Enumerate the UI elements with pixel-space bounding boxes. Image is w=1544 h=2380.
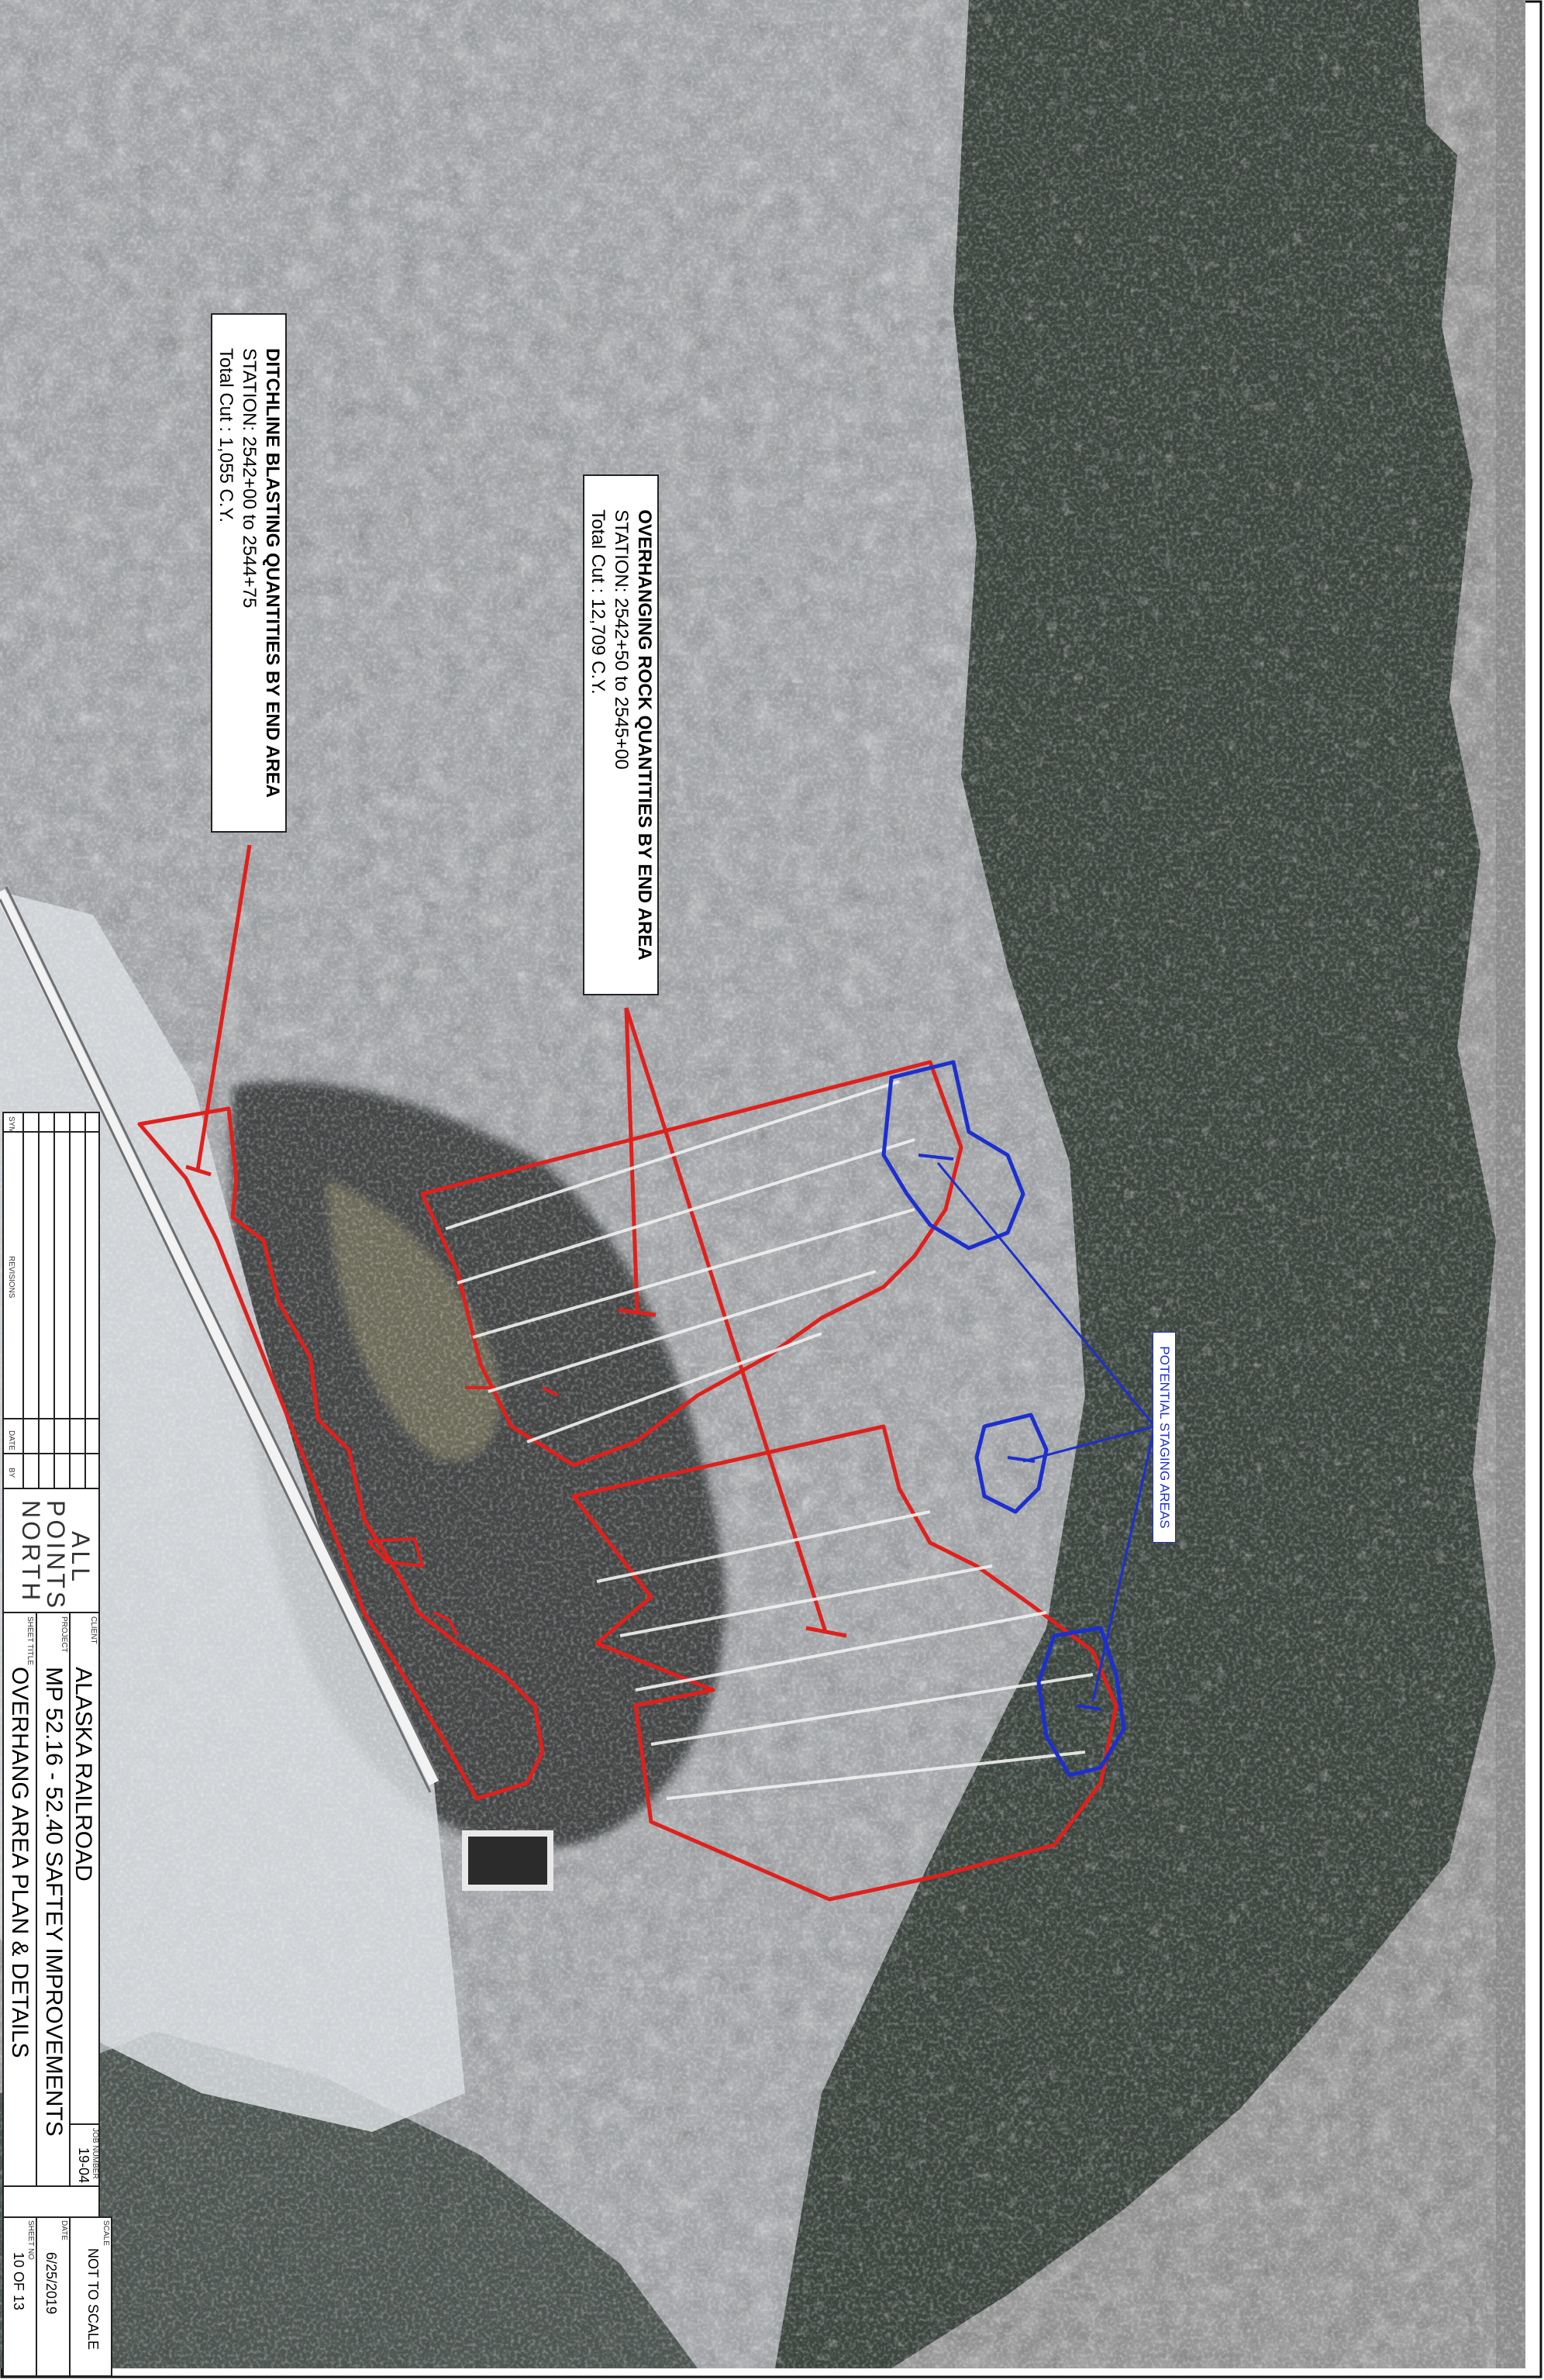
cross-sections (445, 1080, 1094, 1800)
culvert (462, 1830, 553, 1891)
company-logo: ALL POINTS NORTH (8, 1496, 97, 1612)
staging-callout: POTENTIAL STAGING AREAS (1153, 1332, 1176, 1543)
client-label: CLIENT (89, 1616, 98, 1644)
scale-label: SCALE (102, 2220, 110, 2246)
project-name: MP 52.16 - 52.40 SAFTEY IMPROVEMENTS (41, 1667, 67, 2137)
logo-line-1: ALL (67, 1531, 95, 1585)
sheet-title: OVERHANG AREA PLAN & DETAILS (7, 1667, 33, 2058)
overhang-area-upper (420, 1060, 963, 1468)
project-label: PROJECT (60, 1616, 68, 1653)
ditchline-area (137, 1106, 545, 1801)
staging-area-1 (881, 1060, 1025, 1250)
title-block (2, 1112, 112, 2377)
staging-leader-2 (1022, 1425, 1156, 1463)
date-value: 6/25/2019 (43, 2252, 59, 2315)
ditchline-callout-title: DITCHLINE BLASTING QUANTITIES BY END ARE… (262, 347, 283, 799)
overhang-area-lower (571, 1424, 1118, 1902)
date-label: DATE (60, 2220, 68, 2240)
overhang-callout-total: Total Cut : 12,709 C.Y. (588, 509, 608, 695)
overhang-leader-2 (624, 1007, 847, 1638)
staging-callout-label: POTENTIAL STAGING AREAS (1157, 1346, 1172, 1529)
staging-leader-1 (936, 1162, 1156, 1427)
revisions-date-header: DATE (7, 1430, 16, 1450)
ditchline-callout: DITCHLINE BLASTING QUANTITIES BY END ARE… (211, 313, 287, 833)
job-number-label: JOB NUMBER (91, 2128, 99, 2179)
overhang-leader-1 (618, 1007, 657, 1317)
job-number: 19-04 (76, 2147, 91, 2184)
staging-areas (881, 1060, 1156, 1778)
railroad-track (0, 888, 439, 1786)
overhang-callout-title: OVERHANGING ROCK QUANTITIES BY END AREA (634, 509, 655, 961)
scale-value: NOT TO SCALE (85, 2248, 101, 2351)
revisions-header: REVISIONS (7, 1256, 16, 1299)
logo-line-3: NORTH (17, 1500, 45, 1604)
revisions-by-header: BY (7, 1468, 16, 1478)
staging-area-2 (974, 1412, 1049, 1514)
sheet-no: 10 OF 13 (11, 2252, 26, 2311)
ditchline-callout-station: STATION: 2542+00 to 2544+75 (239, 347, 260, 609)
ditchline-callout-total: Total Cut : 1,055 C.Y. (215, 347, 236, 523)
ditchline-leader (185, 844, 252, 1177)
overhang-callout-station: STATION: 2542+50 to 2545+00 (611, 509, 632, 770)
overhang-callout: OVERHANGING ROCK QUANTITIES BY END AREA … (583, 474, 659, 995)
logo-line-2: POINTS (42, 1500, 70, 1612)
client-name: ALASKA RAILROAD (71, 1667, 96, 1882)
excavation-markup (137, 844, 1118, 1902)
staging-leader-3 (1091, 1426, 1156, 1702)
sheet-title-label: SHEET TITLE (26, 1616, 34, 1665)
sheet-no-label: SHEET NO (26, 2220, 35, 2260)
revisions-sym-header: SYM (7, 1116, 16, 1133)
